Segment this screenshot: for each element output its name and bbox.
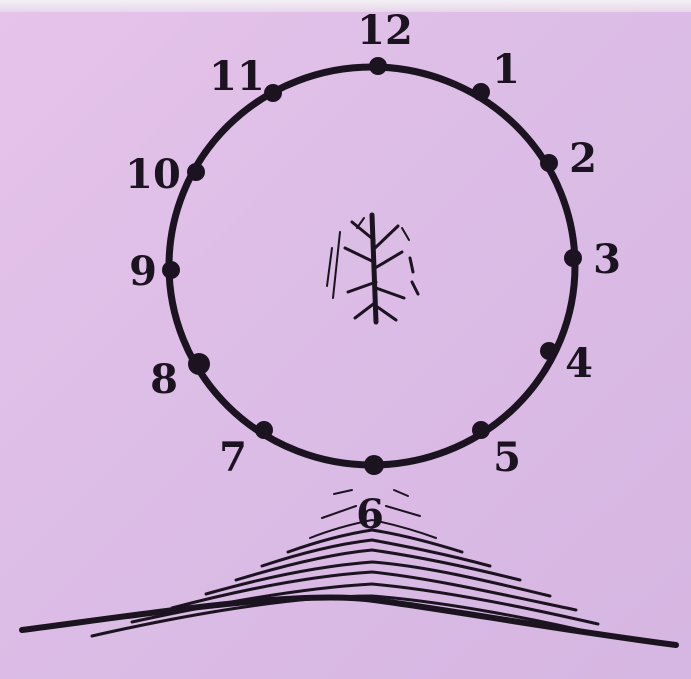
label-2: 2	[569, 135, 597, 182]
dot-6	[364, 455, 384, 475]
dot-5	[472, 421, 490, 439]
dot-11	[264, 84, 282, 102]
label-9: 9	[129, 248, 157, 295]
label-10: 10	[125, 151, 181, 198]
label-1: 1	[492, 46, 520, 93]
dot-1	[472, 83, 490, 101]
dot-4	[540, 342, 558, 360]
dot-12	[369, 57, 387, 75]
label-3: 3	[593, 236, 621, 283]
label-7: 7	[219, 434, 247, 481]
tree-mark-icon	[327, 215, 418, 322]
dot-8	[188, 353, 210, 375]
label-11: 11	[209, 53, 265, 100]
label-5: 5	[493, 434, 521, 481]
dot-9	[162, 261, 180, 279]
dot-2	[540, 154, 558, 172]
label-12: 12	[357, 7, 413, 54]
dot-10	[187, 163, 205, 181]
dot-7	[255, 421, 273, 439]
hill-lines-icon	[22, 490, 676, 645]
dot-3	[564, 249, 582, 267]
label-4: 4	[565, 340, 593, 387]
label-8: 8	[150, 356, 178, 403]
